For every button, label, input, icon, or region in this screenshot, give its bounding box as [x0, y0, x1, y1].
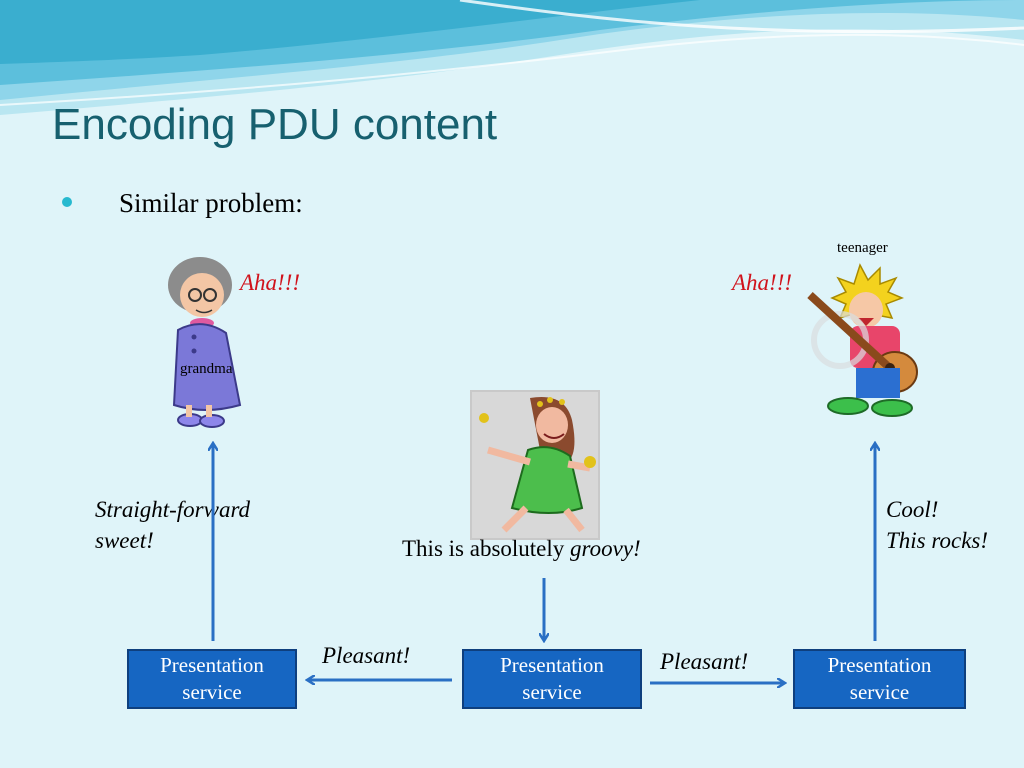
bullet-text: Similar problem:: [119, 188, 303, 218]
grandma-exclaim: Aha!!!: [240, 270, 301, 295]
grandma-label: grandma: [180, 361, 233, 377]
teenager-caption-line1: Cool!: [886, 497, 939, 522]
grandma-illustration: [168, 257, 242, 428]
hippie-caption: This is absolutely groovy!: [402, 536, 641, 562]
teenager-illustration: [807, 263, 918, 417]
presentation-service-middle: Presentation service: [462, 649, 642, 709]
grandma-caption-line1: Straight-forward: [95, 497, 251, 522]
bullet-dot-icon: [62, 197, 72, 207]
box-middle-line2: service: [522, 680, 582, 704]
teenager-caption-line2: This rocks!: [886, 528, 989, 553]
grandma-caption: Straight-forward sweet!: [95, 494, 250, 556]
pleasant-right-label: Pleasant!: [660, 649, 749, 674]
teenager-caption: Cool! This rocks!: [886, 494, 988, 556]
pleasant-left-label: Pleasant!: [322, 643, 411, 668]
hippie-caption-plain: This is absolutely: [402, 536, 571, 561]
grandma-caption-line2: sweet!: [95, 528, 154, 553]
presentation-service-right: Presentation service: [793, 649, 966, 709]
hippie-illustration: [470, 390, 600, 540]
presentation-service-left: Presentation service: [127, 649, 297, 709]
teenager-exclaim: Aha!!!: [732, 270, 793, 295]
box-right-line1: Presentation: [827, 653, 932, 677]
slide-title: Encoding PDU content: [52, 100, 498, 149]
header-wave-decoration: [0, 0, 1024, 115]
hippie-caption-italic: groovy!: [570, 536, 641, 561]
box-middle-line1: Presentation: [500, 653, 604, 677]
box-left-line1: Presentation: [160, 653, 264, 677]
teenager-label: teenager: [837, 240, 888, 256]
box-right-line2: service: [849, 680, 910, 704]
box-left-line2: service: [182, 680, 242, 704]
